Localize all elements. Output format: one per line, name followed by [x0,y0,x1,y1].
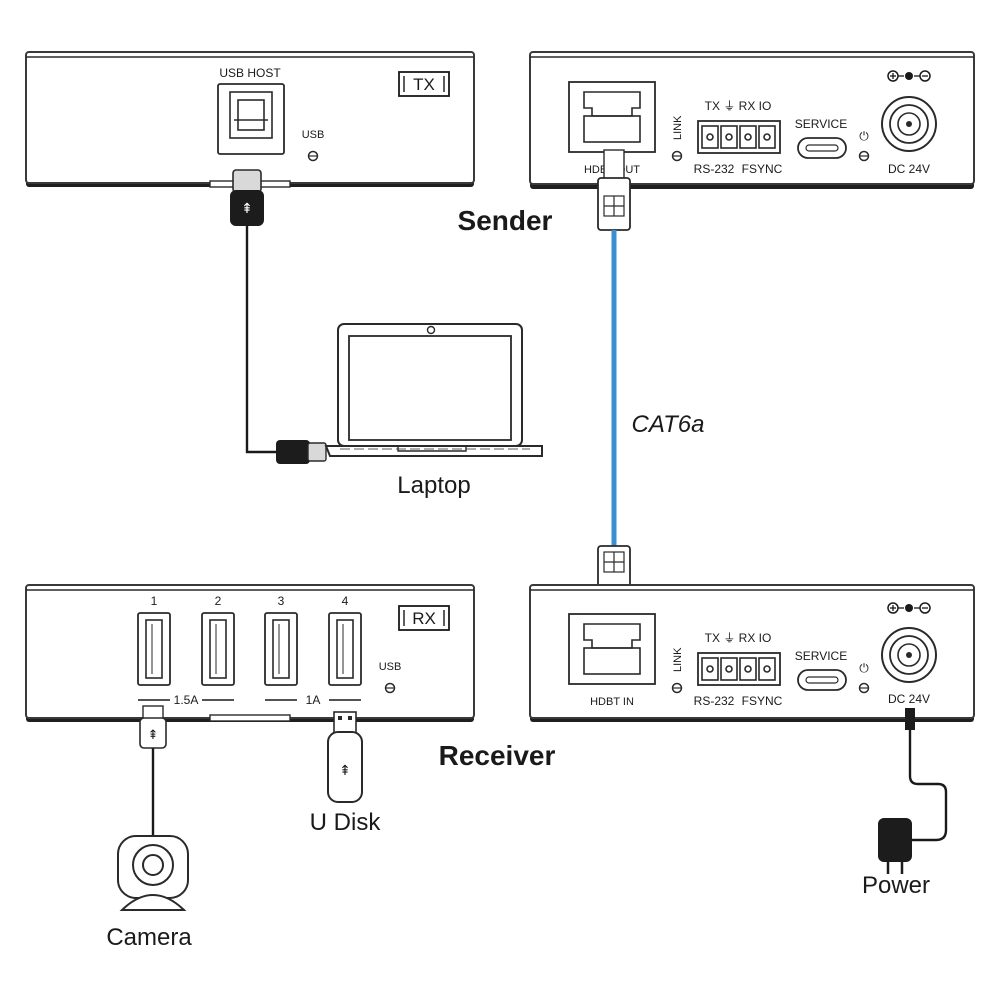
hdbt-out-port[interactable] [568,81,656,153]
rx-rs232-label: RS-232 [694,694,735,708]
port-number-4: 4 [342,594,349,608]
receiver-device: HDBT IN LINK TX ⏚ RX IO RS-232 FSYNC SER… [529,584,975,722]
link-led-icon [671,150,683,162]
camera-cable: ⇞ [139,705,167,836]
sender-title: Sender [458,205,553,236]
port-number-2: 2 [215,594,222,608]
current-label-right: 1A [306,693,321,707]
udisk-label: U Disk [310,809,382,836]
cat6a-cable [597,149,631,617]
udisk-icon: ⇞ [327,711,363,803]
camera-usb-symbol-icon: ⇞ [148,727,159,742]
usb-port-1[interactable] [137,612,171,686]
service-label: SERVICE [795,117,847,131]
svg-text:TX: TX [413,75,435,94]
rx-link-led-icon [671,682,683,694]
usb-port-4[interactable] [328,612,362,686]
receiver-title: Receiver [439,740,556,771]
rx-terminal-block[interactable] [697,652,781,686]
port-number-3: 3 [278,594,285,608]
power-symbol-icon: ⏻ [859,129,869,143]
service-port[interactable] [797,137,847,159]
rx-service-port[interactable] [797,669,847,691]
camera-icon [117,835,189,911]
usb-led-label: USB [302,129,325,141]
tx-device: USB HOST USB TX [25,51,475,188]
rx-usb-led-icon [384,682,396,694]
rx-usb-led-label: USB [379,661,402,673]
power-label: Power [862,872,930,899]
dc-jack[interactable] [881,96,937,152]
sender-device: HDBT OUT LINK TX ⏚ RX IO RS-232 FSYNC SE… [529,51,975,189]
rx-fsync-label: FSYNC [742,694,783,708]
rx-device: 1 2 3 4 1.5A 1A [25,584,475,722]
usb-port-2[interactable] [201,612,235,686]
rx-link-label: LINK [672,647,684,672]
usb-symbol-icon: ⇞ [241,200,253,216]
hdbt-in-label: HDBT IN [590,696,634,708]
rx-dc-jack[interactable] [881,627,937,683]
rx-badge: RX [398,605,450,631]
udisk-usb-symbol-icon: ⇞ [339,762,351,778]
usb-host-port[interactable] [217,83,285,155]
camera-label: Camera [106,924,192,951]
power-cable [905,708,948,842]
laptop-icon [324,323,543,457]
rx-serial-top-label: TX ⏚ RX IO [705,631,772,645]
fsync-label: FSYNC [742,162,783,176]
usb-host-label: USB HOST [219,66,281,80]
dc-label: DC 24V [888,162,930,176]
power-led-icon [858,150,870,162]
terminal-block[interactable] [697,120,781,154]
port-number-1: 1 [151,594,158,608]
rx-dc-label: DC 24V [888,692,930,706]
usb-port-3[interactable] [264,612,298,686]
usb-led-icon [307,150,319,162]
usb-cable-tx-laptop: ⇞ [230,169,327,464]
polarity-icon [887,70,931,82]
power-adapter-icon [878,818,912,874]
svg-text:RX: RX [412,609,436,628]
rx-power-symbol-icon: ⏻ [859,661,869,675]
rs232-label: RS-232 [694,162,735,176]
serial-top-label: TX ⏚ RX IO [705,99,772,113]
rx-service-label: SERVICE [795,649,847,663]
link-label: LINK [672,115,684,140]
tx-badge: TX [398,71,450,97]
hdbt-in-port[interactable] [568,613,656,685]
laptop-label: Laptop [397,472,470,499]
cable-label: CAT6a [632,411,705,438]
current-label-left: 1.5A [174,693,199,707]
rx-polarity-icon [887,602,931,614]
rx-power-led-icon [858,682,870,694]
